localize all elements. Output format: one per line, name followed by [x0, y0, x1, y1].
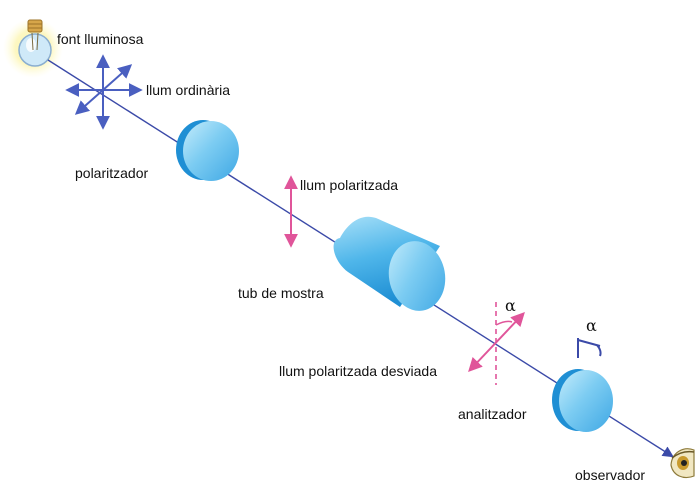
alpha-label-1: α: [505, 296, 516, 315]
deviated-light-label: llum polaritzada desviada: [279, 363, 437, 379]
sample-tube-label: tub de mostra: [238, 285, 324, 301]
eye-icon: [670, 448, 695, 479]
polarizer-label: polaritzador: [75, 165, 149, 181]
observer-label: observador: [575, 467, 646, 483]
analyzer-label: analitzador: [458, 406, 527, 422]
alpha-arc-1: [495, 320, 513, 326]
alpha-label-2: α: [586, 316, 597, 335]
analyzer-disc: [552, 369, 613, 432]
polarizer-disc: [176, 120, 239, 181]
light-bulb-icon: [3, 18, 63, 78]
deviated-light-arrow: [468, 311, 525, 373]
light-source-label: font lluminosa: [57, 31, 144, 47]
sample-tube: [333, 216, 446, 311]
ordinary-light-label: llum ordinària: [146, 82, 231, 98]
alpha-angle-mark: [577, 338, 602, 358]
polarized-light-label: llum polaritzada: [300, 177, 399, 193]
ordinary-light-arrows: [65, 54, 143, 130]
